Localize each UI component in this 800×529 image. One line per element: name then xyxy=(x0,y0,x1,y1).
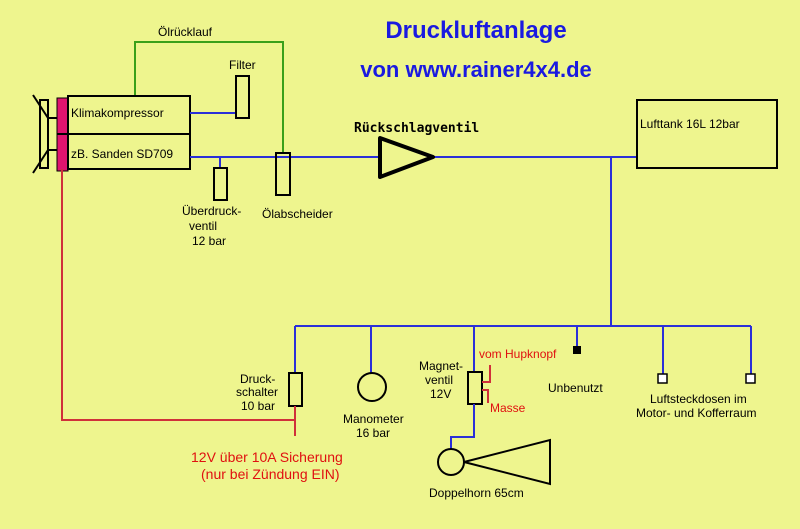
ground-label: Masse xyxy=(490,401,526,415)
horn-button-wire xyxy=(482,365,491,383)
filter-icon xyxy=(235,75,250,119)
manometer-label-2: 16 bar xyxy=(356,426,390,440)
unused-port-icon xyxy=(573,346,581,354)
oil-separator-icon xyxy=(275,152,291,196)
outlets-label-1: Luftsteckdosen im xyxy=(650,392,747,406)
solenoid-valve-label-3: 12V xyxy=(430,387,451,401)
diagram-title: Druckluftanlage xyxy=(385,17,566,44)
diagram-subtitle: von www.rainer4x4.de xyxy=(360,57,592,82)
pressure-switch-label-1: Druck- xyxy=(240,372,275,386)
horn-button-label: vom Hupknopf xyxy=(479,347,557,361)
check-valve-label: Rückschlagventil xyxy=(354,121,479,136)
outlet-icon-engine xyxy=(657,373,668,384)
air-tank-label: Lufttank 16L 12bar xyxy=(640,117,740,131)
relief-valve-label-3: 12 bar xyxy=(192,234,226,248)
horn-label: Doppelhorn 65cm xyxy=(429,486,524,500)
compressor-box xyxy=(67,95,191,170)
outlet-icon-trunk xyxy=(745,373,756,384)
compressor-model: zB. Sanden SD709 xyxy=(71,147,173,161)
pulley-icon xyxy=(32,94,69,174)
oil-return-line xyxy=(134,41,284,153)
ground-wire xyxy=(482,389,489,403)
outlets-label-2: Motor- und Kofferraum xyxy=(636,406,757,420)
oil-separator-label: Ölabscheider xyxy=(262,207,333,221)
check-valve-icon xyxy=(378,136,435,179)
pressure-switch-label-3: 10 bar xyxy=(241,399,275,413)
relief-valve-icon xyxy=(213,167,228,201)
manometer-label-1: Manometer xyxy=(343,412,404,426)
supply-wire xyxy=(61,169,296,421)
pressure-switch-label-2: schalter xyxy=(236,385,278,399)
supply-label-1: 12V über 10A Sicherung xyxy=(191,449,343,465)
horn-icon xyxy=(437,448,465,476)
supply-label-2: (nur bei Zündung EIN) xyxy=(201,466,340,482)
solenoid-valve-label-2: ventil xyxy=(425,373,453,387)
oil-return-label: Ölrücklauf xyxy=(158,25,213,39)
pressure-switch-icon xyxy=(288,372,303,407)
solenoid-valve-label-1: Magnet- xyxy=(419,359,463,373)
air-tank-box xyxy=(636,99,778,169)
filter-label: Filter xyxy=(229,58,256,72)
relief-valve-label-2: ventil xyxy=(189,219,217,233)
manometer-icon xyxy=(357,372,387,402)
relief-valve-label-1: Überdruck- xyxy=(182,204,241,218)
unused-label: Unbenutzt xyxy=(548,381,603,395)
compressor-name: Klimakompressor xyxy=(71,106,164,120)
solenoid-valve-icon xyxy=(467,371,483,405)
